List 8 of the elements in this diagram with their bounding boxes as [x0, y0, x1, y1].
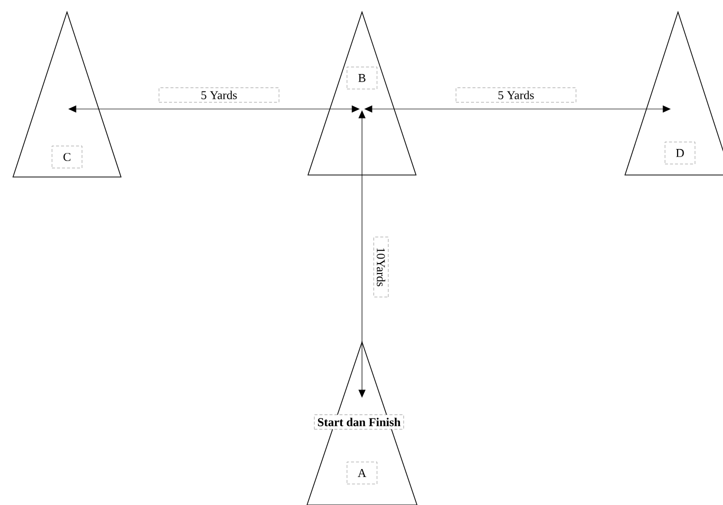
edge-label: 10Yards [374, 236, 388, 298]
cone-label: B [346, 66, 378, 90]
cone-label: C [52, 146, 82, 168]
cone-label: D [664, 142, 696, 164]
start-finish-label: Start dan Finish [314, 414, 404, 430]
cone-label: A [346, 462, 378, 484]
edge-label: 5 Yards [456, 88, 576, 102]
edge-label: 5 Yards [158, 88, 280, 102]
